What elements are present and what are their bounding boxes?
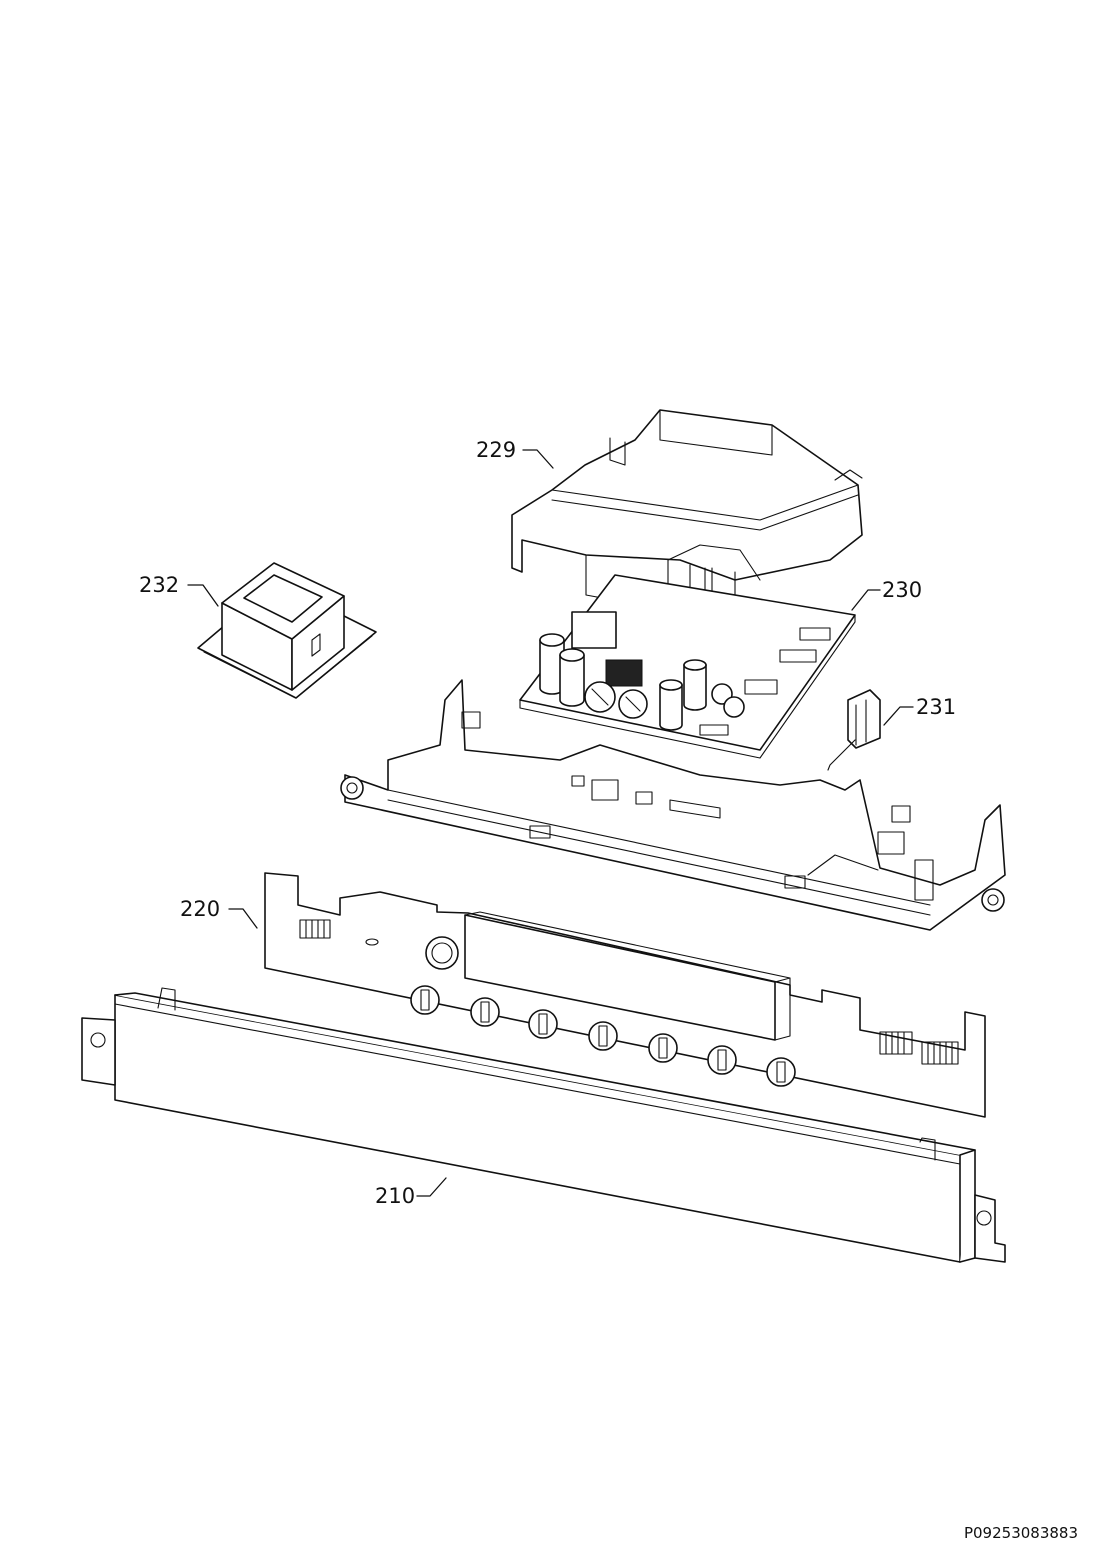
push-buttons	[410, 985, 796, 1087]
part-220-control-panel	[264, 872, 986, 1118]
part-229-cover	[511, 409, 863, 613]
callout-220: 220	[180, 897, 220, 921]
part-frame	[340, 679, 1006, 931]
reference-code: P09253083883	[963, 1524, 1078, 1542]
part-210-fascia	[81, 987, 1006, 1263]
callout-231: 231	[916, 695, 956, 719]
part-232-cap	[197, 562, 377, 699]
callout-229: 229	[476, 438, 516, 462]
callout-232: 232	[139, 573, 179, 597]
part-230-board	[519, 574, 856, 759]
callout-210: 210	[375, 1184, 415, 1208]
callout-230: 230	[882, 578, 922, 602]
leader-lines	[187, 449, 914, 1197]
part-231-bracket	[827, 689, 881, 771]
